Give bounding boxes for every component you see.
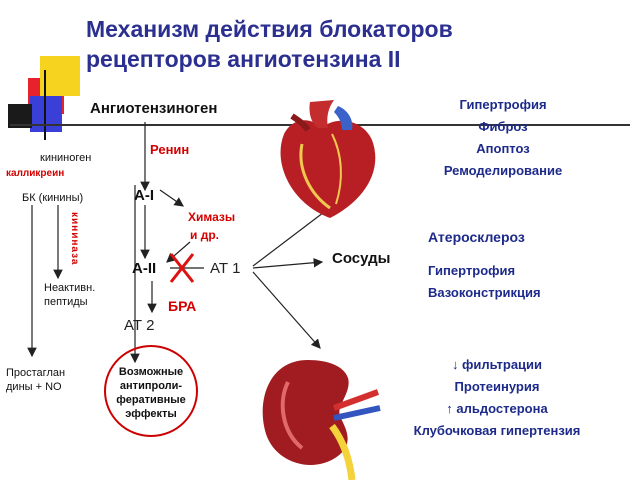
kidney-effect-item: Клубочковая гипертензия xyxy=(413,423,581,438)
at1-label: АТ 1 xyxy=(210,260,241,277)
vessel-effect-item: Гипертрофия xyxy=(428,263,516,278)
vessel-effect-item: Вазоконстрикция xyxy=(428,285,541,300)
kininogen-label: кининоген xyxy=(40,152,92,164)
heart-effect-item: Ремоделирование xyxy=(443,163,563,178)
possible-line-1: Возможные xyxy=(118,366,184,378)
possible-line-2: антипроли- xyxy=(119,380,183,392)
block-cross-icon xyxy=(169,253,195,283)
heart-effect-item: Фиброз xyxy=(478,119,528,134)
title-line-1: Механизм действия блокаторов xyxy=(86,16,453,42)
title-line-2: рецепторов ангиотензина II xyxy=(86,46,401,72)
kidney-effects-list: ↓ фильтрации Протеинурия ↑ альдостерона … xyxy=(386,354,608,442)
page-title: Механизм действия блокаторов рецепторов … xyxy=(86,14,453,74)
atherosclerosis-label: Атеросклероз xyxy=(428,229,525,245)
chymases-line-1: Химазы xyxy=(188,210,236,224)
prostaglandins-line-2: дины + NO xyxy=(6,381,62,393)
kallikrein-label: калликреин xyxy=(6,168,65,179)
heart-effect-item: Апоптоз xyxy=(476,141,530,156)
possible-line-4: эффекты xyxy=(125,408,177,420)
prostaglandins-label: Простаглан дины + NO xyxy=(6,366,65,394)
angiotensinogen-label: Ангиотензиноген xyxy=(90,100,218,117)
possible-effects-ellipse: Возможные антипроли- феративные эффекты xyxy=(104,345,198,437)
a1-label: А-I xyxy=(134,187,154,204)
kidney-effect-item: ↓ фильтрации xyxy=(451,357,543,372)
bra-label: БРА xyxy=(168,298,197,314)
bk-kinins-label: БК (кинины) xyxy=(22,192,84,204)
kidney-effect-item: Протеинурия xyxy=(454,379,540,394)
kidney-illustration xyxy=(262,360,381,480)
inactive-line-1: Неактивн. xyxy=(44,282,96,294)
corner-squares-decoration xyxy=(8,56,80,140)
prostaglandins-line-1: Простаглан xyxy=(6,367,66,379)
renin-label: Ренин xyxy=(150,142,190,157)
inactive-line-2: пептиды xyxy=(44,296,88,308)
kidney-effect-item: ↑ альдостерона xyxy=(446,401,548,416)
possible-line-3: феративные xyxy=(116,394,186,406)
heart-effects-list: Гипертрофия Фиброз Апоптоз Ремоделирован… xyxy=(418,94,588,182)
vessel-effects-list: Гипертрофия Вазоконстрикция xyxy=(428,260,541,304)
a2-label: А-II xyxy=(132,260,157,277)
chymases-label: Химазы и др. xyxy=(188,208,235,244)
at2-label: АТ 2 xyxy=(124,317,155,334)
kininase-label: кининаза xyxy=(69,212,80,266)
chymases-line-2: и др. xyxy=(190,228,219,242)
heart-effect-item: Гипертрофия xyxy=(459,97,547,112)
inactive-peptides-label: Неактивн. пептиды xyxy=(44,281,95,309)
vessels-label: Сосуды xyxy=(332,250,391,267)
heart-illustration xyxy=(280,100,376,218)
